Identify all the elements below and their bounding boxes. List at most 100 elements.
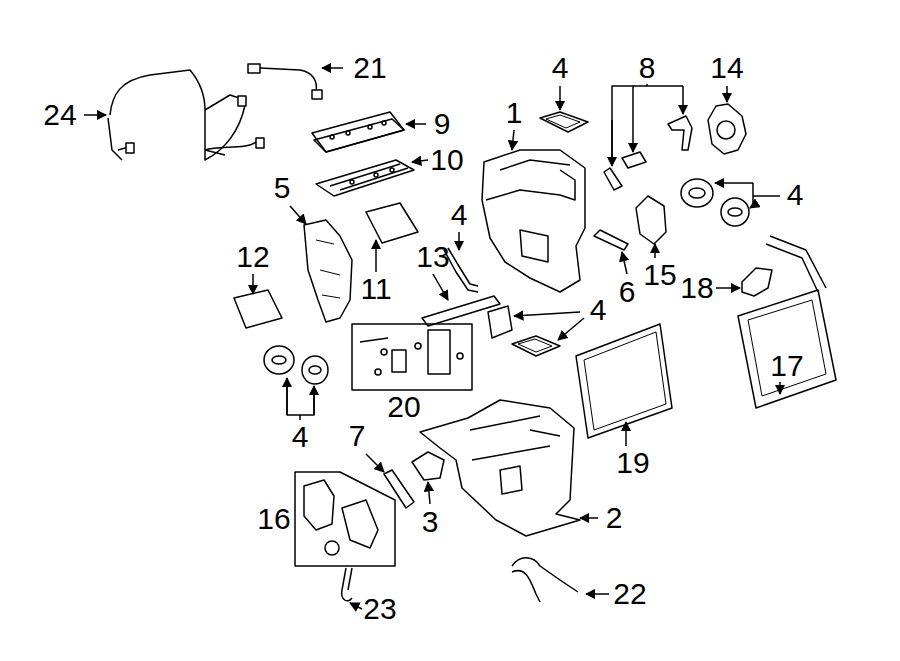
drawn-line <box>252 274 254 294</box>
drawn-line <box>126 143 134 153</box>
callout-number: 8 <box>639 53 656 83</box>
drawn-line <box>546 115 580 128</box>
drawn-line <box>312 90 322 99</box>
drawn-line <box>750 206 753 208</box>
blower-motor <box>708 104 746 154</box>
bracket-part <box>412 452 444 480</box>
seal-round <box>264 346 294 374</box>
drawn-line <box>342 500 378 548</box>
filter-panel <box>316 160 414 196</box>
callout-number: 4 <box>787 180 804 210</box>
drawn-line <box>325 541 339 555</box>
seal-round <box>721 198 749 226</box>
drawn-line <box>753 195 780 197</box>
drawn-line <box>428 330 450 374</box>
drawn-line <box>748 300 826 396</box>
callout-number: 11 <box>360 274 391 304</box>
drawn-line <box>406 123 426 125</box>
drawn-line <box>392 350 406 372</box>
drawn-line <box>390 168 394 172</box>
drawn-line <box>420 400 580 536</box>
drawn-line <box>238 96 246 106</box>
drawn-line <box>346 131 350 135</box>
drawn-line <box>428 482 430 504</box>
drawn-line <box>654 244 656 258</box>
drawn-line <box>412 160 428 162</box>
drawn-line <box>368 125 372 129</box>
link-clip <box>668 116 692 150</box>
callout-number: 19 <box>616 448 649 478</box>
callout-number: 6 <box>619 277 636 307</box>
callout-number: 2 <box>606 503 623 533</box>
seal-gasket <box>512 336 560 356</box>
drawn-line <box>272 356 286 364</box>
drawn-line <box>632 86 634 152</box>
drawn-line <box>482 150 585 292</box>
drawn-line <box>248 64 260 73</box>
pipe-clamp <box>742 268 772 296</box>
drawn-line <box>726 86 728 102</box>
drawn-line <box>366 454 384 472</box>
drawn-line <box>752 183 754 206</box>
drawn-line <box>299 415 301 420</box>
callout-number: 23 <box>363 594 396 624</box>
hvac-housing-lower <box>420 400 580 536</box>
callout-number: 12 <box>236 242 269 272</box>
drawn-line <box>715 182 753 184</box>
drawn-line <box>256 138 264 148</box>
panel-part <box>234 290 282 328</box>
drawn-line <box>433 274 448 300</box>
drawn-line <box>559 86 561 110</box>
callout-number: 3 <box>422 507 439 537</box>
link-rod <box>594 230 628 250</box>
callout-number: 5 <box>274 173 291 203</box>
drawn-line <box>518 339 552 352</box>
drawn-line <box>717 121 735 139</box>
drawn-line <box>205 142 256 150</box>
seal-round <box>302 356 328 384</box>
drawn-line <box>330 164 408 190</box>
callout-number: 1 <box>506 98 523 128</box>
drawn-line <box>470 416 560 494</box>
seal-round <box>681 179 713 207</box>
drawn-line <box>512 130 514 150</box>
callout-number: 14 <box>710 53 743 83</box>
drawn-line <box>304 480 334 530</box>
drawn-line <box>84 114 106 116</box>
drawn-line <box>381 349 387 355</box>
panel-part <box>366 203 418 243</box>
drawn-line <box>716 287 740 289</box>
callout-number: 24 <box>43 100 76 130</box>
drawn-line <box>286 378 288 415</box>
drawn-line <box>415 343 421 349</box>
link-clip <box>604 168 622 190</box>
callout-number: 17 <box>770 351 803 381</box>
wiring-harness <box>108 70 264 160</box>
drawn-line <box>646 84 648 86</box>
actuator <box>636 196 666 244</box>
link-clip <box>622 152 646 168</box>
drawn-line <box>625 422 627 446</box>
drawn-line <box>779 382 781 394</box>
callout-number: 15 <box>643 260 676 290</box>
drawn-line <box>375 240 377 272</box>
callout-number: 4 <box>552 53 569 83</box>
drawn-line <box>576 324 672 438</box>
drawn-line <box>374 173 378 177</box>
drawn-line <box>689 188 705 198</box>
drawn-line <box>287 380 314 415</box>
drawn-line <box>708 104 746 154</box>
callout-number: 18 <box>680 273 713 303</box>
drawn-line <box>486 160 575 262</box>
drawn-line <box>360 338 388 342</box>
drawn-line <box>580 517 598 519</box>
heater-core <box>738 236 836 408</box>
filter-panel <box>312 112 404 152</box>
drawn-line <box>458 232 460 250</box>
drawn-line <box>558 318 584 340</box>
drawn-line <box>312 112 404 152</box>
hose-part <box>342 568 352 601</box>
callout-number: 10 <box>430 145 463 175</box>
callout-number: 20 <box>387 392 420 422</box>
